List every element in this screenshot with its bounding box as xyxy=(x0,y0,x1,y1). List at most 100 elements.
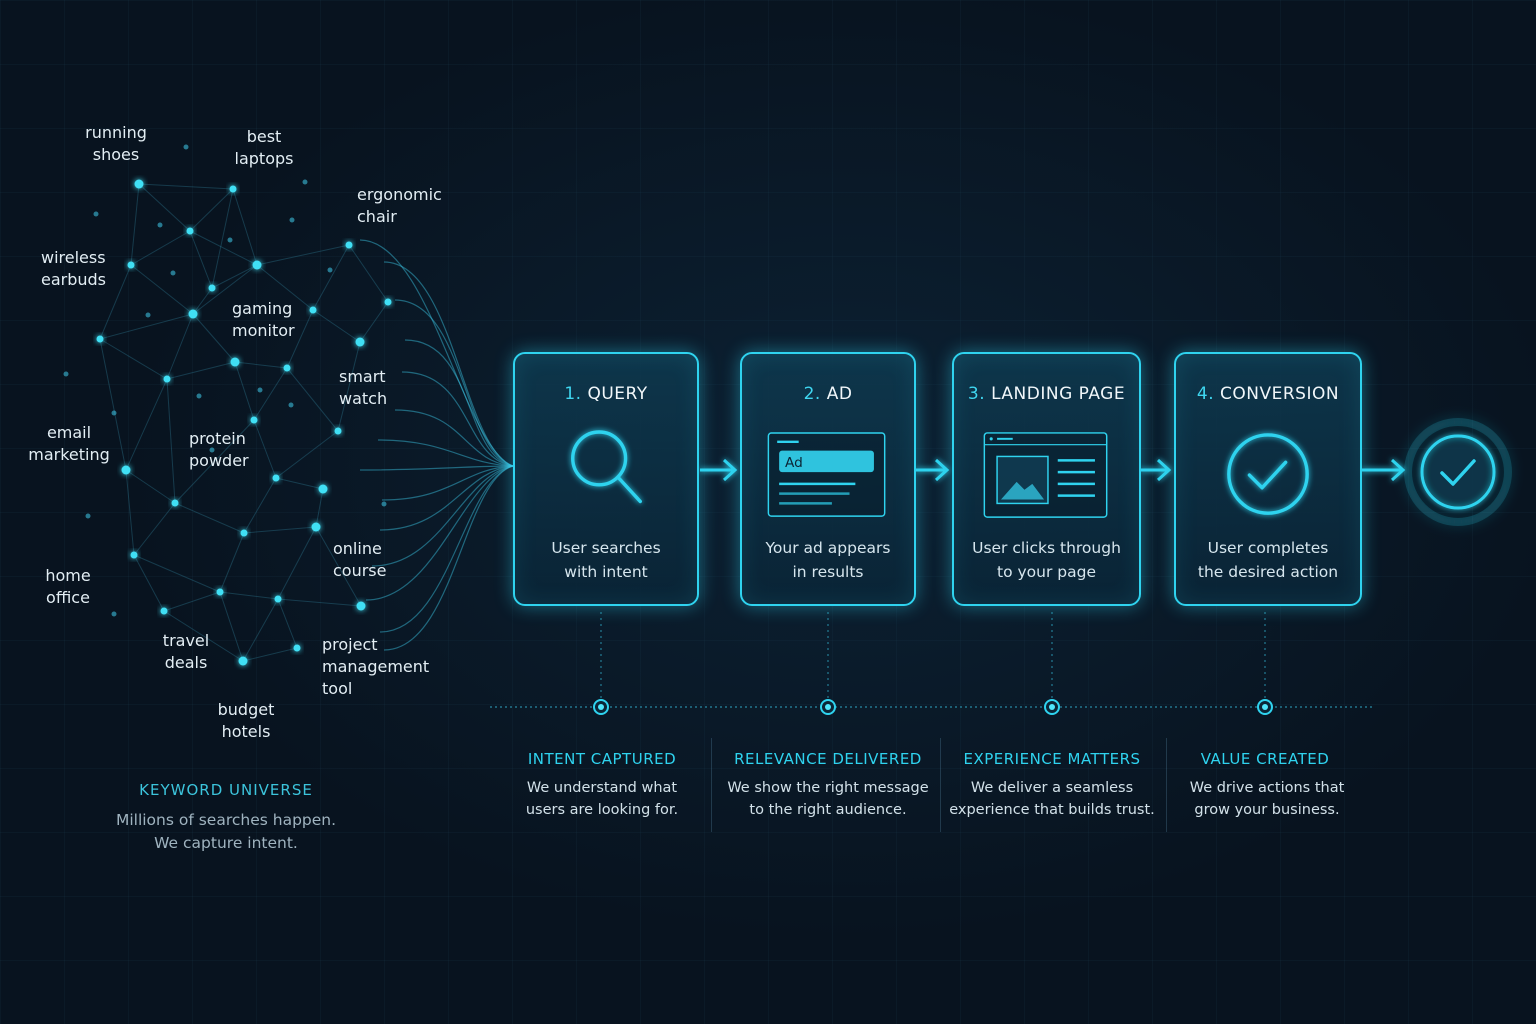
network-node xyxy=(111,611,117,617)
network-node xyxy=(381,501,387,507)
funnel-line xyxy=(359,465,514,471)
step-card-conversion: 4. CONVERSION User completes the desired… xyxy=(1174,352,1362,606)
network-node xyxy=(121,465,131,475)
network-node xyxy=(229,185,237,193)
network-edge xyxy=(130,230,191,266)
network-node xyxy=(318,484,328,494)
network-node xyxy=(311,522,321,532)
step-title: 2. AD xyxy=(803,384,853,404)
funnel-line xyxy=(401,371,514,467)
network-node xyxy=(134,179,144,189)
network-edge xyxy=(99,264,132,340)
network-edges xyxy=(99,183,389,662)
network-node xyxy=(170,270,176,276)
network-edge xyxy=(243,477,277,534)
network-node xyxy=(93,211,99,217)
network-edge xyxy=(133,554,221,593)
network-edge xyxy=(125,469,135,556)
funnel-line xyxy=(365,465,514,601)
network-edge xyxy=(166,313,194,380)
funnel-line xyxy=(383,465,514,651)
keyword-label: project management tool xyxy=(322,635,430,698)
keyword-label: running shoes xyxy=(85,123,147,164)
network-node xyxy=(334,427,342,435)
network-edge xyxy=(359,301,389,343)
network-edge xyxy=(166,378,176,504)
network-edge xyxy=(174,419,255,504)
network-edge xyxy=(219,591,244,662)
final-check-circle-icon xyxy=(1404,418,1512,526)
network-node xyxy=(240,529,248,537)
network-edge xyxy=(138,183,234,190)
network-node xyxy=(183,144,189,150)
keyword-label: travel deals xyxy=(162,631,210,672)
arrow-icon xyxy=(1362,458,1406,482)
divider xyxy=(940,738,941,832)
value-title: RELEVANCE DELIVERED xyxy=(734,750,922,768)
network-edge xyxy=(253,367,288,421)
network-node xyxy=(309,306,317,314)
network-edge xyxy=(312,309,361,343)
network-edge xyxy=(192,287,213,315)
funnel-lines xyxy=(359,239,514,651)
keyword-label: online course xyxy=(333,539,387,580)
funnel-line xyxy=(379,465,514,531)
landing-page-icon xyxy=(983,432,1108,518)
network-node xyxy=(356,601,366,611)
keyword-label: protein powder xyxy=(189,429,249,470)
network-node xyxy=(111,410,117,416)
network-edge xyxy=(256,264,314,311)
value-description: We understand what users are looking for… xyxy=(525,780,679,818)
keyword-label: gaming monitor xyxy=(232,299,295,340)
network-node xyxy=(327,267,333,273)
network-node xyxy=(188,309,198,319)
network-edge xyxy=(163,591,221,612)
keyword-label: best laptops xyxy=(234,127,294,168)
network-edge xyxy=(253,419,277,479)
network-edge xyxy=(211,188,234,289)
network-node xyxy=(209,447,215,453)
step-description: User searches with intent xyxy=(551,539,661,581)
network-edge xyxy=(130,183,140,266)
network-node xyxy=(250,416,258,424)
network-node xyxy=(85,513,91,519)
network-node xyxy=(127,261,135,269)
network-edge xyxy=(192,313,236,363)
network-edge xyxy=(189,188,234,232)
network-edge xyxy=(277,598,298,649)
step-description: User clicks through to your page xyxy=(972,539,1121,581)
network-edge xyxy=(234,361,255,421)
timeline xyxy=(490,612,1372,715)
step-card-query: 1. QUERY User searches with intent xyxy=(513,352,699,606)
network-node xyxy=(274,595,282,603)
value-title: VALUE CREATED xyxy=(1200,750,1330,768)
network-node xyxy=(272,474,280,482)
network-nodes xyxy=(63,144,392,666)
network-node xyxy=(257,387,263,393)
network-node xyxy=(355,337,365,347)
network-edge xyxy=(242,598,279,662)
network-edge xyxy=(348,244,389,303)
network-node xyxy=(384,298,392,306)
step-card-ad: 2. AD Ad Your ad appears in results xyxy=(740,352,916,606)
network-edge xyxy=(130,264,194,315)
ad-badge-label: Ad xyxy=(785,455,803,471)
network-edge xyxy=(242,647,298,662)
network-node xyxy=(157,222,163,228)
funnel-line xyxy=(381,465,514,501)
network-edge xyxy=(243,526,317,534)
step-title: 1. QUERY xyxy=(564,384,648,404)
network-edge xyxy=(219,591,279,600)
value-description: We drive actions that grow your business… xyxy=(1189,780,1345,818)
funnel-line xyxy=(377,439,514,467)
arrow-icon xyxy=(916,458,950,482)
network-edge xyxy=(337,341,361,432)
network-edge xyxy=(211,264,258,289)
network-node xyxy=(216,588,224,596)
network-edge xyxy=(189,230,213,289)
network-edge xyxy=(133,502,176,556)
network-node xyxy=(238,656,248,666)
network-edge xyxy=(192,264,258,315)
